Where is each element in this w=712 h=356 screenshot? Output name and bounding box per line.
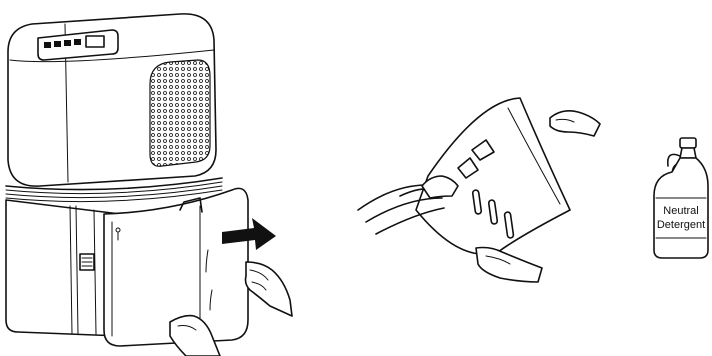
detergent-illustration: Neutral Detergent bbox=[628, 0, 712, 356]
dehumidifier-base bbox=[5, 199, 121, 337]
hand-top-icon bbox=[549, 110, 601, 137]
hand-left-icon bbox=[421, 175, 459, 199]
bottle-label-line2: Detergent bbox=[657, 219, 705, 231]
hand-bottom-icon bbox=[475, 246, 543, 283]
pull-direction-arrow bbox=[222, 218, 276, 250]
control-panel bbox=[37, 29, 119, 61]
detergent-bottle-icon bbox=[653, 137, 709, 259]
hand-bottom-icon bbox=[169, 314, 221, 356]
vent-grille bbox=[149, 59, 211, 167]
cleaning-illustration bbox=[330, 0, 620, 356]
sheet-slots bbox=[471, 189, 515, 239]
dehumidifier-illustration bbox=[0, 0, 320, 356]
water-tank bbox=[103, 187, 249, 347]
hand-right-icon bbox=[244, 261, 293, 317]
tank-cover-sheet bbox=[415, 97, 571, 255]
bottle-label-line1: Neutral bbox=[663, 205, 698, 217]
